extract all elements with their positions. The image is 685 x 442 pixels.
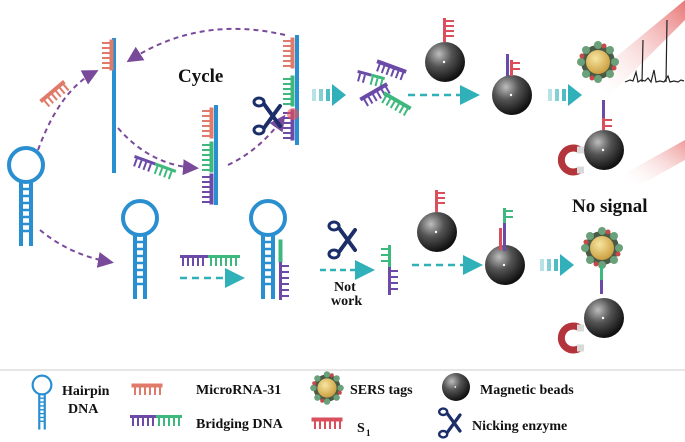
- magnetic-bead-icon: [584, 298, 624, 338]
- not-work-label-1: Not: [334, 280, 356, 295]
- legend-s1-icon: [311, 417, 343, 430]
- legend-scissors-icon: [437, 407, 462, 439]
- magnetic-bead-icon: [584, 130, 624, 170]
- scissors-icon: [327, 220, 357, 260]
- arrow-hairpin-to-target: [37, 70, 99, 151]
- cycle-arrow: [126, 27, 286, 63]
- magnet-icon: [561, 147, 584, 174]
- cycle-label: Cycle: [178, 66, 223, 87]
- arrow-to-cleavage: [227, 114, 286, 166]
- opened-hairpin-strand: [112, 38, 116, 173]
- legend-hairpin-label-1: Hairpin: [62, 384, 110, 399]
- hairpin-dna-icon: [7, 146, 45, 248]
- legend-hairpin-icon: [31, 374, 53, 431]
- not-work-label-2: work: [331, 294, 362, 309]
- cleavage-site-icon: [287, 108, 299, 120]
- legend-hairpin-label-2: DNA: [68, 402, 99, 417]
- no-signal-label: No signal: [572, 196, 648, 217]
- legend-magnetic-label: Magnetic beads: [480, 383, 574, 398]
- released-s1-fragments-icon: [357, 59, 412, 118]
- bridging-dna-free-icon: [180, 255, 240, 266]
- scissors-icon: [252, 96, 282, 136]
- arrow-to-bridging: [117, 127, 199, 176]
- legend-microrna-icon: [131, 383, 163, 396]
- legend-s1-label: S: [357, 421, 365, 436]
- sers-tag-icon: [581, 227, 623, 269]
- magnetic-bead-hybrid-icon: [492, 75, 532, 115]
- magnet-icon: [561, 325, 584, 352]
- bridging-dna-free-icon: [133, 155, 177, 180]
- legend-magnetic-bead-icon: [442, 373, 470, 401]
- big-arrow-3: [540, 254, 574, 276]
- sers-tag-icon: [577, 41, 619, 83]
- legend-sers-icon: [310, 371, 344, 405]
- legend-s1-subscript: 1: [366, 428, 371, 438]
- laser-beam-icon: [622, 140, 685, 185]
- microrna-free-icon: [39, 79, 72, 110]
- magnetic-bead-icon: [425, 42, 465, 82]
- legend-bridging-label: Bridging DNA: [196, 417, 284, 432]
- raman-spectrum-icon: [624, 69, 685, 84]
- big-arrow-2: [548, 84, 582, 106]
- legend-sers-label: SERS tags: [350, 383, 413, 398]
- legend-microrna-label: MicroRNA-31: [196, 383, 281, 398]
- big-arrow-1: [312, 84, 346, 106]
- arrow-hairpin-lower: [39, 229, 114, 268]
- legend-bridging-icon: [130, 415, 182, 426]
- legend-nicking-label: Nicking enzyme: [472, 419, 567, 434]
- magnetic-bead-icon: [417, 212, 457, 252]
